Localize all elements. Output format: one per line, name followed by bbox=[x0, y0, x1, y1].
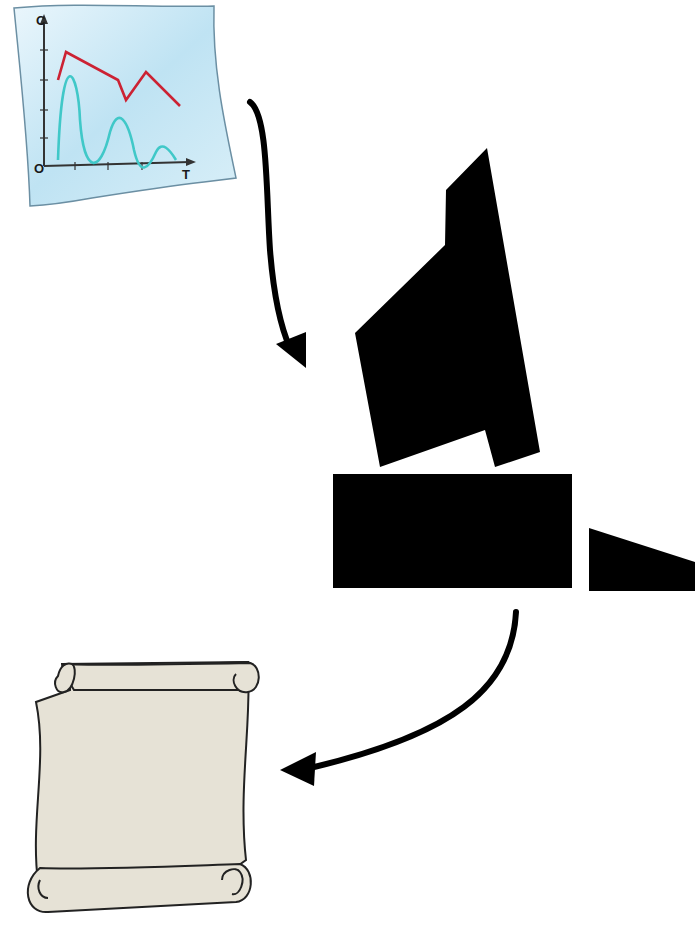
axis-label: O bbox=[34, 162, 44, 175]
blank-scroll bbox=[28, 662, 259, 912]
chart-paper bbox=[14, 5, 236, 206]
axis-label: T bbox=[182, 168, 190, 181]
axis-label: C bbox=[36, 14, 45, 27]
flow-arrow bbox=[280, 612, 516, 786]
computer-silhouette bbox=[333, 148, 695, 591]
flow-arrow bbox=[250, 102, 306, 368]
